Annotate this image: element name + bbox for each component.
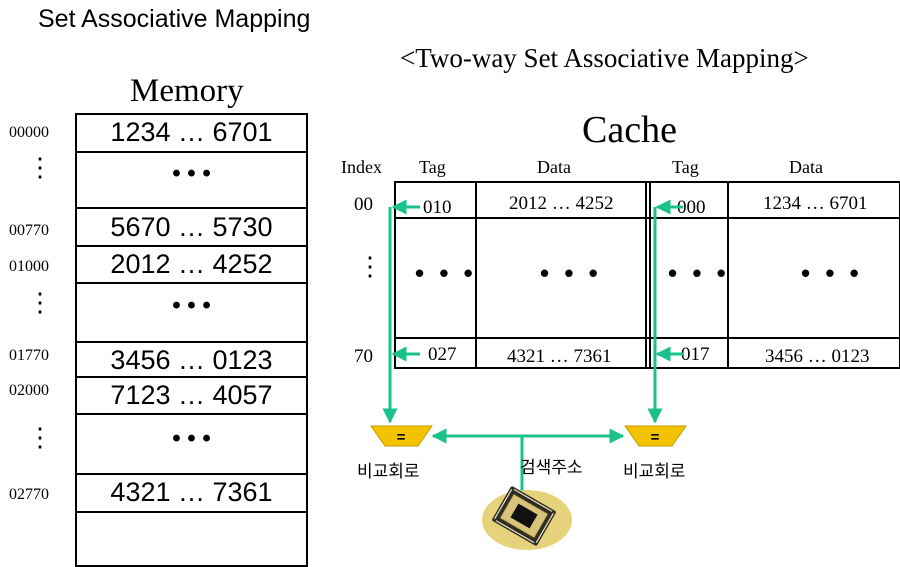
diagram-subtitle: <Two-way Set Associative Mapping>: [400, 43, 809, 73]
vertical-ellipsis-icon: ⋮: [27, 423, 53, 452]
memory-address: 00000: [9, 124, 49, 141]
cache-ellipsis: • • •: [415, 258, 477, 288]
memory-address: 01000: [9, 258, 49, 275]
search-address-label: 검색주소: [520, 458, 583, 478]
memory-cell-ellipsis: • • •: [172, 292, 211, 319]
memory-cell-ellipsis: • • •: [172, 425, 211, 452]
memory-cell-value: 7123 … 4057: [110, 380, 273, 410]
tag-arrows: [382, 199, 683, 498]
cache-data: 3456 … 0123: [765, 346, 870, 367]
cache-data: 1234 … 6701: [763, 193, 868, 214]
memory-cell-value: 5670 … 5730: [110, 212, 273, 242]
memory-cell-value: 2012 … 4252: [110, 249, 273, 279]
cache-title: Cache: [582, 109, 677, 151]
cache-ellipsis: • • •: [540, 258, 602, 288]
cache-table: [394, 181, 900, 369]
memory-cell-value: 4321 … 7361: [110, 477, 273, 507]
column-header-tag: Tag: [419, 157, 446, 177]
memory-address: 02770: [9, 486, 49, 503]
page-title: Set Associative Mapping: [38, 5, 311, 33]
cpu-chip-icon: [482, 486, 572, 550]
equals-icon: =: [651, 429, 660, 446]
cache-tag: 017: [681, 344, 710, 365]
memory-address: 01770: [9, 347, 49, 364]
vertical-ellipsis-icon: ⋮: [357, 252, 383, 281]
cache-data: 4321 … 7361: [507, 346, 612, 367]
column-header-data: Data: [789, 157, 823, 177]
cache-tag: 000: [677, 197, 706, 218]
memory-cell-value: 1234 … 6701: [110, 117, 273, 147]
column-header-data: Data: [537, 157, 571, 177]
memory-address: 02000: [9, 382, 49, 399]
comparator-label-right: 비교회로: [623, 462, 686, 482]
memory-cell-value: 3456 … 0123: [110, 345, 273, 375]
comparator-label-left: 비교회로: [357, 462, 420, 482]
memory-title: Memory: [130, 73, 244, 109]
memory-address: 00770: [9, 222, 49, 239]
cache-index: 00: [354, 194, 373, 215]
memory-cell-ellipsis: • • •: [172, 160, 211, 187]
cache-tag: 010: [423, 197, 452, 218]
comparator-right: =: [624, 425, 687, 447]
cache-tag: 027: [428, 344, 457, 365]
column-header-tag: Tag: [672, 157, 699, 177]
vertical-ellipsis-icon: ⋮: [27, 153, 53, 182]
vertical-ellipsis-icon: ⋮: [27, 288, 53, 317]
cache-ellipsis: • • •: [801, 258, 863, 288]
cache-ellipsis: • • •: [668, 258, 730, 288]
column-header-index: Index: [341, 157, 382, 177]
equals-icon: =: [397, 429, 406, 446]
comparator-left: =: [370, 425, 433, 447]
cache-index: 70: [354, 346, 373, 367]
cache-data: 2012 … 4252: [509, 193, 614, 214]
